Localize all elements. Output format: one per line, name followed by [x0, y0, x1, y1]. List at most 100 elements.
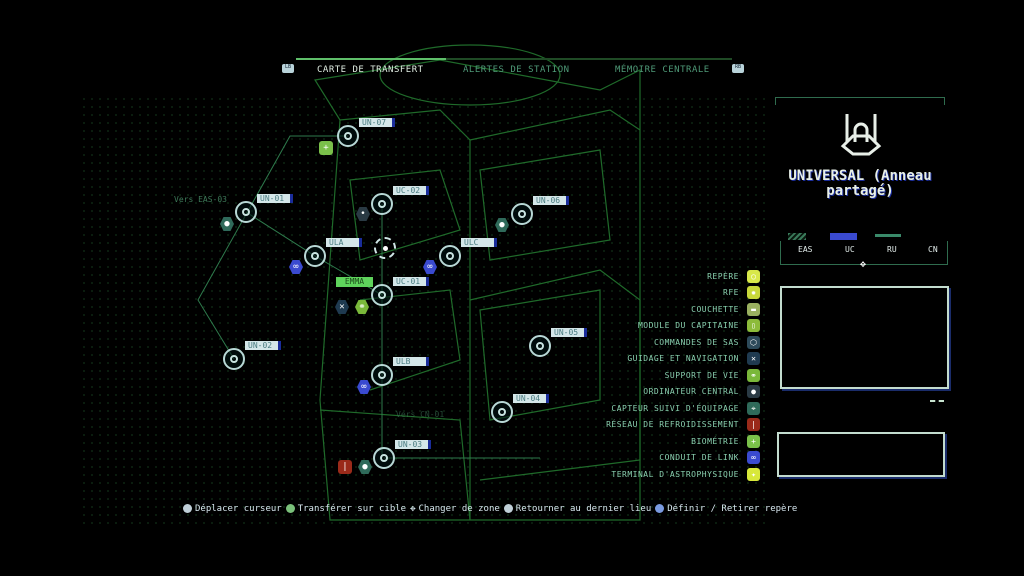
hint-1: Transférer sur cible: [285, 504, 406, 514]
tab-indicator: [296, 58, 732, 60]
map-node[interactable]: [371, 193, 393, 215]
legend-label: CAPTEUR SUIVI D'ÉQUIPAGE: [611, 403, 739, 413]
plus-icon: +: [747, 434, 760, 448]
link-conduit-map-icon[interactable]: ∞: [289, 260, 303, 274]
legend-item: REPÈRE ◯: [606, 268, 760, 285]
tab-carte-de-transfert[interactable]: CARTE DE TRANSFERT: [317, 65, 424, 75]
right-bumper-button[interactable]: RB: [732, 64, 744, 73]
map-node[interactable]: [371, 284, 393, 306]
map-node-label: UN-03: [395, 440, 431, 449]
map-node-label: UN-07: [359, 118, 395, 127]
computer-icon: ●: [747, 385, 760, 399]
zone-tab-eas[interactable]: EAS: [798, 245, 813, 254]
bed-icon: ▬: [747, 302, 760, 316]
map-node[interactable]: [235, 201, 257, 223]
legend-label: GUIDAGE ET NAVIGATION: [627, 354, 739, 364]
zone-tab-cn[interactable]: CN: [928, 245, 938, 254]
link-conduit-map-icon[interactable]: ∞: [357, 380, 371, 394]
direction-label-cn-01: Vers CN-01: [396, 410, 445, 419]
door-icon: ▯: [747, 319, 760, 333]
controller-button-icon: [503, 504, 513, 513]
map-node-label: UN-01: [257, 194, 293, 203]
dpad-icon: ✥: [860, 259, 867, 270]
cooling-map-icon[interactable]: |: [338, 460, 352, 474]
direction-label-eas-03: Vers EAS-03: [174, 195, 227, 204]
zone-bar-ru: [875, 234, 901, 237]
controller-button-icon: [655, 504, 665, 513]
legend-label: REPÈRE: [707, 271, 739, 281]
location-pin-icon: ⌖: [747, 401, 760, 415]
map-node[interactable]: [223, 348, 245, 370]
tab-bar: LB CARTE DE TRANSFERT ALERTES DE STATION…: [282, 58, 746, 78]
cooling-icon: |: [747, 418, 760, 432]
legend-item: CONDUIT DE LINK∞: [606, 450, 760, 467]
zone-tab-uc[interactable]: UC: [845, 245, 855, 254]
left-bumper-button[interactable]: LB: [282, 64, 294, 73]
legend-label: COMMANDES DE SAS: [653, 337, 739, 347]
hint-label: Déplacer curseur: [195, 504, 282, 514]
hint-label: Définir / Retirer repère: [667, 504, 798, 514]
crew-sensor-map-icon[interactable]: ●: [358, 460, 372, 474]
map-node[interactable]: [373, 447, 395, 469]
central-computer-map-icon[interactable]: •: [356, 207, 370, 221]
map-node[interactable]: [491, 401, 513, 423]
map-node-label: ULC: [461, 238, 497, 247]
navigation-map-icon[interactable]: ✕: [335, 300, 349, 314]
biometrics-map-icon[interactable]: +: [319, 141, 333, 155]
legend-label: MODULE DU CAPITAINE: [637, 321, 739, 331]
ring-icon: ◯: [747, 269, 760, 283]
hint-4: Définir / Retirer repère: [655, 504, 797, 514]
legend-label: RFE: [723, 288, 739, 298]
link-icon: ∞: [747, 451, 760, 465]
legend-item: GUIDAGE ET NAVIGATION✕: [606, 351, 760, 368]
controller-button-icon: [183, 504, 192, 513]
gear-icon: ✹: [747, 286, 760, 300]
legend-item: COMMANDES DE SAS ⬡: [606, 334, 760, 351]
map-node[interactable]: [304, 245, 326, 267]
legend-label: SUPPORT DE VIE: [664, 370, 739, 380]
zone-frame: [780, 241, 948, 265]
hint-label: Retourner au dernier lieu: [515, 504, 652, 514]
life-support-map-icon[interactable]: ⚭: [355, 300, 369, 314]
map-node-label: UC-02: [393, 186, 429, 195]
hint-3: Retourner au dernier lieu: [503, 504, 652, 514]
legend-label: ORDINATEUR CENTRAL: [643, 387, 739, 397]
legend-item: COUCHETTE▬: [606, 301, 760, 318]
link-conduit-map-icon[interactable]: ∞: [423, 260, 437, 274]
legend-item: SUPPORT DE VIE ⚭: [606, 367, 760, 384]
zone-tab-ru[interactable]: RU: [887, 245, 897, 254]
map-node-label: UC-01: [393, 277, 429, 286]
zone-bar-eas: [788, 233, 806, 240]
legend-item: CAPTEUR SUIVI D'ÉQUIPAGE ⌖: [606, 400, 760, 417]
hint-0: Déplacer curseur: [183, 504, 282, 514]
map-node[interactable]: [529, 335, 551, 357]
map-node[interactable]: [439, 245, 461, 267]
map-cursor[interactable]: [374, 237, 396, 259]
panel-frame: [775, 97, 945, 105]
airlock-icon: ⬡: [747, 335, 760, 349]
crew-sensor-map-icon[interactable]: ●: [495, 218, 509, 232]
player-location-label: EMMA: [336, 277, 373, 287]
life-support-icon: ⚭: [747, 368, 760, 382]
universal-logo-icon: [840, 114, 882, 156]
controller-button-icon: [285, 504, 295, 513]
tab-memoire-centrale[interactable]: MÉMOIRE CENTRALE: [615, 65, 710, 75]
zone-title: UNIVERSAL (Anneau partagé): [788, 168, 932, 199]
crew-sensor-map-icon[interactable]: ●: [220, 217, 234, 231]
map-node[interactable]: [511, 203, 533, 225]
legend-item: TERMINAL D'ASTROPHYSIQUE ✦: [606, 466, 760, 483]
hint-2: ✥Changer de zone: [410, 504, 500, 514]
legend-label: TERMINAL D'ASTROPHYSIQUE: [611, 469, 739, 479]
map-node-label: UN-05: [551, 328, 587, 337]
map-node[interactable]: [371, 364, 393, 386]
star-icon: ✦: [747, 467, 760, 481]
map-legend: REPÈRE ◯ RFE ✹COUCHETTE▬ MODULE DU CAPITAINE…: [606, 268, 760, 483]
legend-item: RÉSEAU DE REFROIDISSEMENT|: [606, 417, 760, 434]
zone-info-panel: UNIVERSAL (Anneau partagé): [775, 97, 945, 267]
legend-item: BIOMÉTRIE+: [606, 433, 760, 450]
legend-item: RFE ✹: [606, 285, 760, 302]
tab-alertes-de-station[interactable]: ALERTES DE STATION: [463, 65, 570, 75]
map-node[interactable]: [337, 125, 359, 147]
